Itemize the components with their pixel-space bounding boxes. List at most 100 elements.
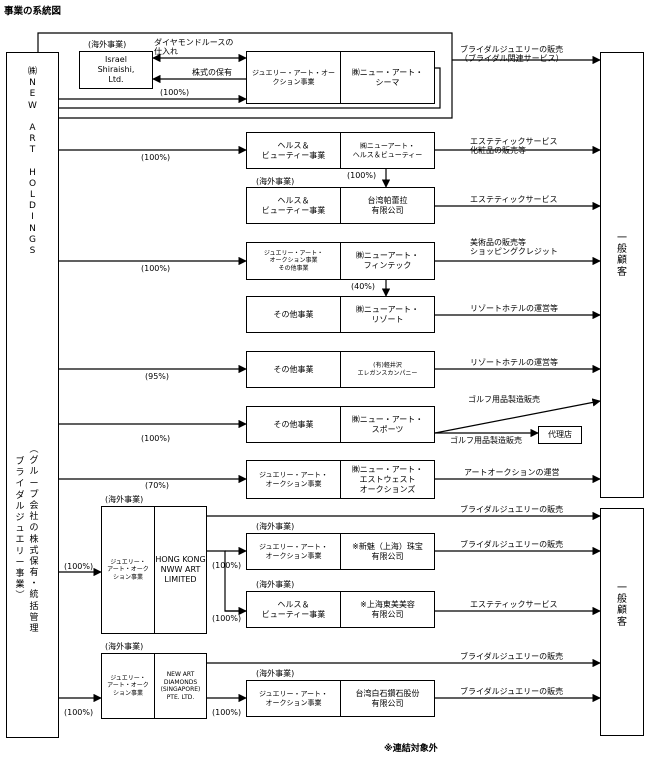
taiwan-pakari-name: 台湾帕蕾拉 有限公司 (367, 195, 408, 215)
holding-name-char: S (29, 246, 36, 256)
flow-label-art-credit: 美術品の販売等 ショッピングクレジット (470, 238, 558, 257)
holding-name-char: W (28, 100, 37, 111)
percent-fintech: (100%) (141, 264, 171, 273)
flow-label-golf-agency: ゴルフ用品製造販売 (450, 436, 522, 445)
singapore-tag: (海外事業) (105, 642, 144, 651)
customer-box-top: 一般顧客 (600, 52, 644, 498)
holding-role-vertical: ︵グループ会社の株式保有・統括管理 (27, 445, 41, 635)
taiwan-shiraishi-name: 台湾白石鑽石股份 有限公司 (355, 688, 420, 708)
holding-role-char: 有 (29, 568, 39, 579)
taiwan-pakari-tag: (海外事業) (256, 177, 295, 186)
resort-business: その他事業 (273, 309, 314, 319)
fintech-name: ㈱ニューアート・ フィンテック (355, 251, 420, 270)
israel-purchase-label: ダイヤモンドルースの 仕入れ (154, 38, 234, 57)
holding-bridal-char: 事 (15, 568, 25, 579)
customer-top-char: 顧 (617, 255, 627, 267)
taiwan-pakari-box: ヘルス＆ ビューティー事業 台湾帕蕾拉 有限公司 (246, 187, 435, 224)
sports-business: その他事業 (273, 419, 314, 429)
customer-bottom-char: 般 (617, 594, 627, 606)
flow-label-bridal-main: ブライダルジュエリーの販売 （ブライダル関連サービス） (460, 45, 564, 64)
percent-sports: (100%) (141, 434, 171, 443)
customer-top-char: 般 (617, 244, 627, 256)
flow-label-sh-bridal: ブライダルジュエリーの販売 (460, 540, 564, 549)
holding-name-char: H (29, 167, 36, 178)
fintech-box: ジュエリー・アート・ オークション事業 その他事業 ㈱ニューアート・ フィンテッ… (246, 242, 435, 280)
taiwan-shiraishi-box: ジュエリー・アート・ オークション事業 台湾白石鑽石股份 有限公司 (246, 680, 435, 717)
holding-role-char: ︵ (29, 445, 39, 455)
percent-sh1: (100%) (212, 561, 242, 570)
sima-bridal-link (59, 67, 441, 109)
shanghai-jewel-tag: (海外事業) (256, 522, 295, 531)
percent-sh2: (100%) (212, 614, 242, 623)
holding-bridal-char: ︶ (15, 591, 25, 602)
shanghai-beauty-name: ※上海東美美容 有限公司 (360, 599, 415, 619)
holding-role-char: 会 (29, 500, 39, 511)
percent-eastwest: (70%) (145, 481, 170, 490)
page-title: 事業の系統図 (4, 6, 62, 17)
taiwan-pakari-business: ヘルス＆ ビューティー事業 (261, 195, 326, 215)
flow-label-esthetic-cosme: エステティックサービス 化粧品の販売等 (470, 137, 558, 156)
shanghai-jewel-business: ジュエリー・アート・ オークション事業 (258, 542, 329, 560)
israel-shiraishi-box: Israel Shiraishi, Ltd. (79, 51, 153, 89)
percent-sima: (100%) (160, 88, 190, 97)
holding-role-char: 社 (29, 512, 39, 523)
flow-label-sh-esthetic: エステティックサービス (470, 600, 558, 609)
percent-hk: (100%) (64, 562, 94, 571)
karuizawa-name: (有)軽井沢 エレガンスカンパニー (357, 362, 418, 377)
sports-name: ㈱ニュー・アート・ スポーツ (351, 414, 424, 434)
percent-pakari: (100%) (347, 171, 377, 180)
shanghai-jewel-box: ジュエリー・アート・ オークション事業 ※新魅（上海）珠宝 有限公司 (246, 533, 435, 570)
holding-bridal-char: エ (15, 535, 25, 546)
flow-label-hk-bridal: ブライダルジュエリーの販売 (460, 505, 564, 514)
holding-bridal-vertical: ブライダルジュエリー事業︶ (13, 457, 27, 602)
holding-role-char: ル (29, 467, 39, 478)
flow-label-esthetic: エステティックサービス (470, 195, 558, 204)
holding-role-char: ー (29, 478, 39, 489)
newart-sima-box: ジュエリー・アート・オー クション事業 ㈱ニュー・アート・ シーマ (246, 51, 435, 104)
percent-sg: (100%) (64, 708, 94, 717)
israel-tag: (海外事業) (88, 40, 127, 49)
hongkong-box: ジュエリー・ アート・オーク ション事業 HONG KONG NWW ART L… (101, 506, 207, 634)
percent-health: (100%) (141, 153, 171, 162)
hongkong-business: ジュエリー・ アート・オーク ション事業 (107, 558, 149, 581)
holding-bridal-char: イ (15, 479, 25, 490)
holding-role-char: の (29, 523, 39, 534)
flow-label-sg-bridal: ブライダルジュエリーの販売 (460, 652, 564, 661)
holding-bridal-char: ー (15, 557, 25, 568)
israel-shiraishi-name: Israel Shiraishi, Ltd. (97, 55, 135, 84)
customer-top-char: 客 (617, 266, 627, 278)
resort-name: ㈱ニューアート・ リゾート (355, 304, 420, 324)
holding-bridal-char: ル (15, 501, 25, 512)
holding-bridal-char: リ (15, 546, 25, 557)
holding-role-char: 式 (29, 545, 39, 556)
israel-shareholding-label: 株式の保有 (192, 68, 232, 77)
shanghai-jewel-name: ※新魅（上海）珠宝 有限公司 (352, 541, 423, 561)
holding-name-char: N (29, 78, 36, 89)
holding-name-char: N (29, 223, 36, 234)
holding-name-char: R (29, 134, 36, 145)
flow-label-tw-bridal: ブライダルジュエリーの販売 (460, 687, 564, 696)
holding-name-char: O (28, 178, 37, 189)
percent-resort: (40%) (351, 282, 376, 291)
holding-bridal-char: ダ (15, 490, 25, 501)
agency-box: 代理店 (538, 426, 582, 444)
holding-role-char: 管 (29, 612, 39, 623)
flow-label-resort-hotel-2: リゾートホテルの運営等 (470, 358, 558, 367)
singapore-business: ジュエリー・ アート・オーク ション事業 (107, 674, 149, 697)
eastwest-box: ジュエリー・アート・ オークション事業 ㈱ニュー・アート・ エストウェスト オー… (246, 460, 435, 499)
newart-sima-business: ジュエリー・アート・オー クション事業 (251, 68, 336, 86)
holding-role-char: ・ (29, 579, 39, 590)
flow-golf-direct (434, 398, 601, 434)
holding-role-char: 括 (29, 601, 39, 612)
customer-bottom-char: 一 (617, 583, 627, 594)
singapore-name: NEW ART DIAMONDS (SINGAPORE) PTE. LTD. (160, 671, 201, 701)
holding-role-char: 理 (29, 624, 39, 634)
health-beauty-business: ヘルス＆ ビューティー事業 (261, 140, 326, 160)
flow-label-auction: アートオークションの運営 (464, 468, 560, 477)
holding-name-char: ㈱ (27, 67, 37, 77)
customer-label-bottom: 一般顧客 (601, 583, 643, 628)
singapore-box: ジュエリー・ アート・オーク ション事業 NEW ART DIAMONDS (S… (101, 653, 207, 719)
health-beauty-name: ㈱ニューアート・ ヘルス＆ビューティー (352, 141, 423, 159)
taiwan-shiraishi-tag: (海外事業) (256, 669, 295, 678)
